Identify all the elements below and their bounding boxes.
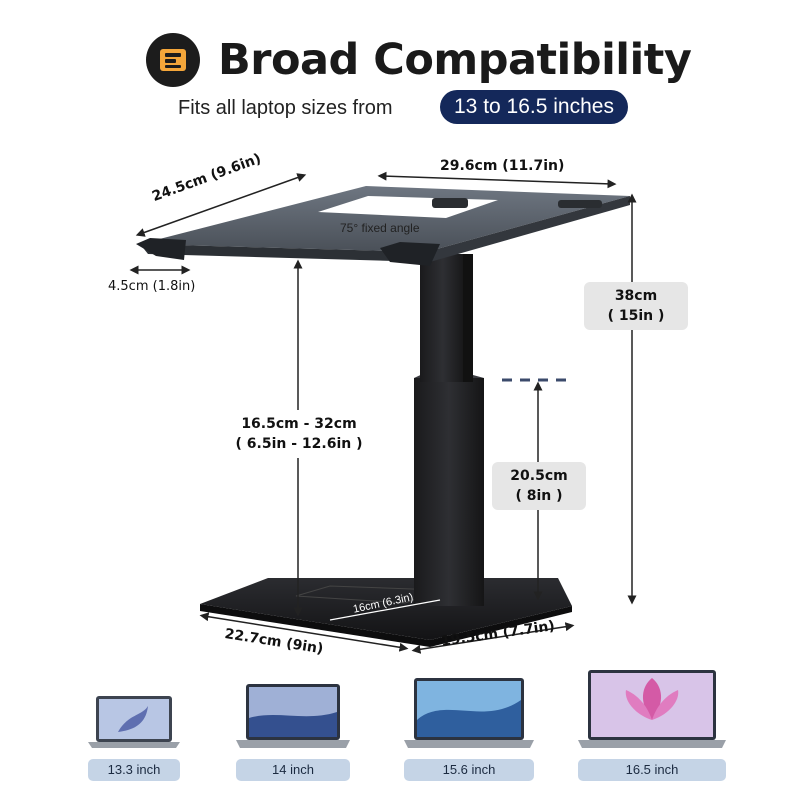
laptop-14: 14 inch (236, 682, 350, 781)
dim-adjust-range: 16.5cm - 32cm ( 6.5in - 12.6in ) (218, 410, 380, 458)
laptop-icon (236, 684, 350, 748)
laptop-caption: 14 inch (236, 759, 350, 781)
dim-total-height-in: ( 15in ) (607, 308, 665, 324)
laptop-icon (88, 696, 180, 748)
stand-pole (414, 254, 484, 606)
laptop-15-6: 15.6 inch (404, 676, 534, 781)
dim-extension-in: ( 8in ) (515, 488, 563, 504)
dim-top-width: 29.6cm (11.7in) (440, 158, 565, 174)
dim-extension-cm: 20.5cm (510, 468, 568, 484)
page-subtitle: Fits all laptop sizes from (178, 97, 393, 119)
laptop-caption: 13.3 inch (88, 759, 180, 781)
page-title: Broad Compatibility (218, 35, 692, 85)
dim-total-height: 38cm ( 15in ) (584, 282, 688, 330)
dim-adjust-range-cm: 16.5cm - 32cm (241, 416, 357, 432)
dim-adjust-range-in: ( 6.5in - 12.6in ) (235, 436, 363, 452)
dim-total-height-cm: 38cm (614, 288, 658, 304)
dim-extension: 20.5cm ( 8in ) (492, 462, 586, 510)
laptop-icon (404, 678, 534, 748)
brand-logo (146, 33, 200, 87)
offset-line (329, 599, 441, 621)
layers-box-icon (160, 49, 186, 71)
size-range-badge: 13 to 16.5 inches (440, 90, 628, 124)
laptop-13-3: 13.3 inch (88, 694, 180, 781)
laptop-caption: 15.6 inch (404, 759, 534, 781)
dim-angle: 75° fixed angle (340, 221, 420, 235)
laptop-16-5: 16.5 inch (578, 668, 726, 781)
laptop-caption: 16.5 inch (578, 759, 726, 781)
dim-lip-height: 4.5cm (1.8in) (108, 279, 196, 294)
laptop-icon (578, 670, 726, 748)
